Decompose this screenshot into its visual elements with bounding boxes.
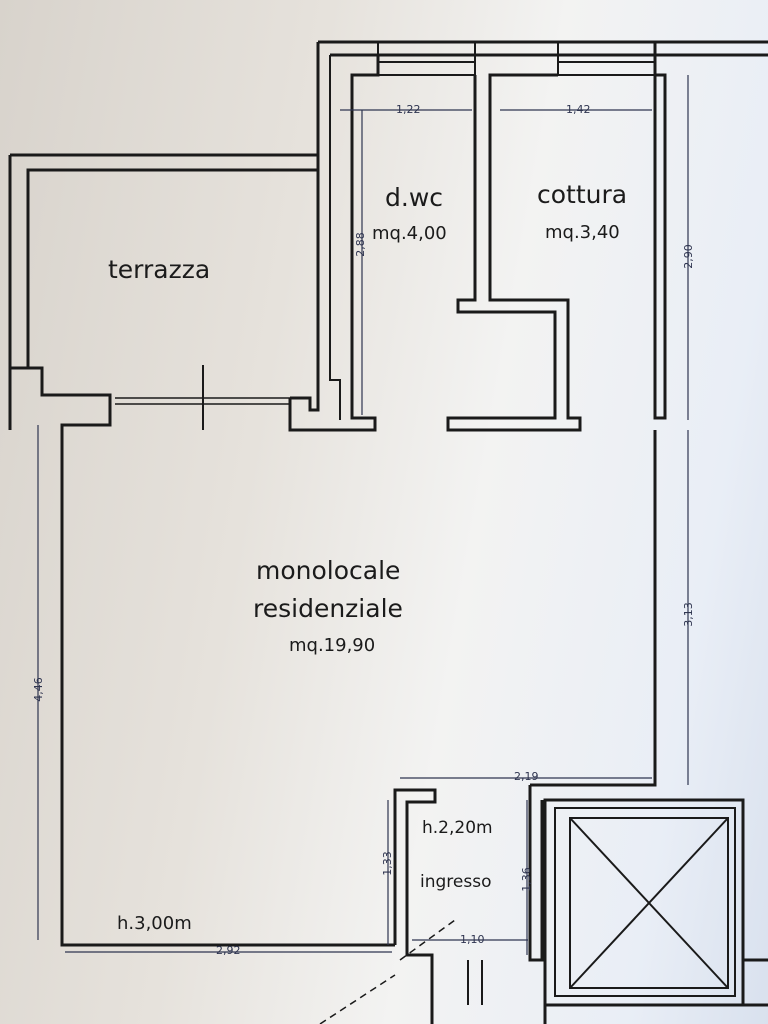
dim-ingresso-left: 1,33 (380, 851, 394, 876)
dim-ingresso-top: 2,19 (514, 770, 539, 783)
dim-right-upper: 2,90 (681, 244, 695, 269)
dim-ingresso-right: 1,36 (519, 867, 533, 892)
elevator-shaft-inner (569, 817, 729, 989)
room-monolocale-area: mq.19,90 (289, 635, 376, 656)
ingresso-threshold (467, 960, 483, 1005)
dim-dwc-width: 1,22 (396, 103, 421, 116)
room-terrazza-name: terrazza (108, 255, 211, 284)
elevator-bottom-wall (543, 958, 768, 1024)
room-dwc-name: d.wc (385, 183, 444, 212)
room-ingresso-height: h.2,20m (422, 818, 493, 838)
dim-cottura-width: 1,42 (566, 103, 591, 116)
room-dwc-area: mq.4,00 (372, 223, 447, 244)
bath-window (377, 42, 476, 76)
room-cottura-area: mq.3,40 (545, 222, 620, 243)
room-monolocale-name-2: residenziale (253, 594, 403, 623)
dim-ingresso-bottom: 1,10 (460, 933, 485, 946)
dim-left-wall: 4,46 (31, 677, 45, 702)
ingresso-wall (393, 788, 437, 1024)
room-monolocale-name-1: monolocale (256, 556, 401, 585)
room-cottura-name: cottura (537, 180, 628, 209)
right-wall (653, 42, 667, 420)
dim-right-lower: 3,13 (681, 602, 695, 627)
bath-left-wall (288, 42, 380, 432)
kitchen-window (557, 42, 656, 76)
elevator-cross (569, 817, 729, 989)
dim-bottom-wall: 2,92 (216, 944, 241, 957)
wc-cottura-partition (446, 73, 582, 432)
room-ingresso-name: ingresso (420, 872, 492, 892)
dim-dwc-depth: 2,88 (353, 232, 367, 257)
left-wall-junction (10, 366, 395, 947)
stair-hint (319, 919, 456, 1024)
elevator-shaft-mid (554, 807, 736, 997)
bath-left-inner (329, 55, 341, 420)
height-note: h.3,00m (117, 913, 192, 934)
ingresso-right-wall (528, 785, 544, 962)
right-wall-lower (530, 430, 657, 787)
elevator-shaft-outer (543, 798, 745, 1007)
